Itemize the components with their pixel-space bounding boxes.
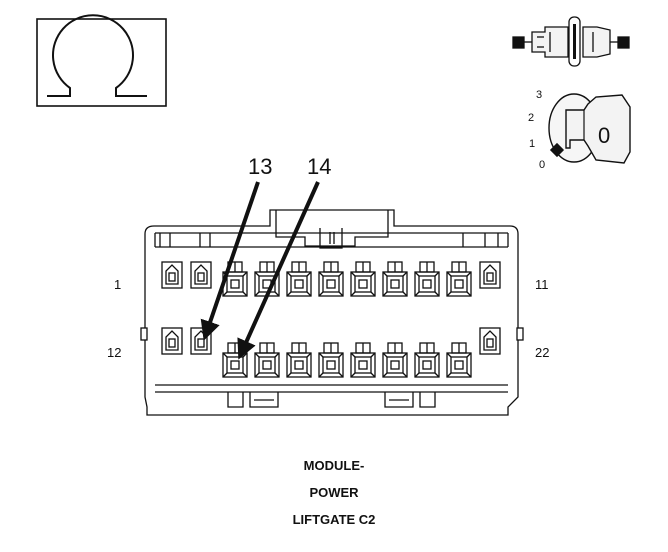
pin-label-12: 12: [107, 345, 121, 360]
cavity-6: [318, 261, 344, 297]
connector-body: [140, 209, 524, 416]
cavity-5: [286, 261, 312, 297]
disconnected-connector-icon: [512, 16, 630, 67]
callout-arrow-14: [237, 181, 320, 360]
key-position-letter: 0: [598, 123, 610, 148]
ohmmeter-symbol-icon: [36, 14, 167, 107]
cavity-9: [414, 261, 440, 297]
cavity-19: [382, 342, 408, 378]
caption-line-1: MODULE-: [303, 458, 365, 473]
cavity-7: [350, 261, 376, 297]
callout-arrow-13: [200, 181, 260, 341]
cavity-16: [286, 342, 312, 378]
callout-14: 14: [307, 154, 331, 179]
cavity-12: [161, 327, 183, 355]
pin-label-22: 22: [535, 345, 549, 360]
cavity-20: [414, 342, 440, 378]
cavity-2: [190, 261, 212, 289]
cavity-21: [446, 342, 472, 378]
cavity-11: [479, 261, 501, 289]
cavity-10: [446, 261, 472, 297]
cavity-1: [161, 261, 183, 289]
caption-line-2: POWER: [309, 485, 359, 500]
cavity-17: [318, 342, 344, 378]
ignition-key-icon: 0 3 2 1 0: [528, 89, 631, 171]
cavity-8: [382, 261, 408, 297]
key-position-2: 2: [528, 112, 534, 124]
key-position-1: 1: [529, 138, 535, 150]
callout-13: 13: [248, 154, 272, 179]
cavity-15: [254, 342, 280, 378]
caption-line-3: LIFTGATE C2: [292, 512, 376, 527]
cavity-18: [350, 342, 376, 378]
key-position-3: 3: [536, 89, 542, 101]
pin-label-11: 11: [535, 277, 549, 292]
connector-cavities: [161, 261, 501, 378]
key-position-0: 0: [539, 159, 545, 171]
cavity-22: [479, 327, 501, 355]
pin-label-1: 1: [114, 277, 121, 292]
